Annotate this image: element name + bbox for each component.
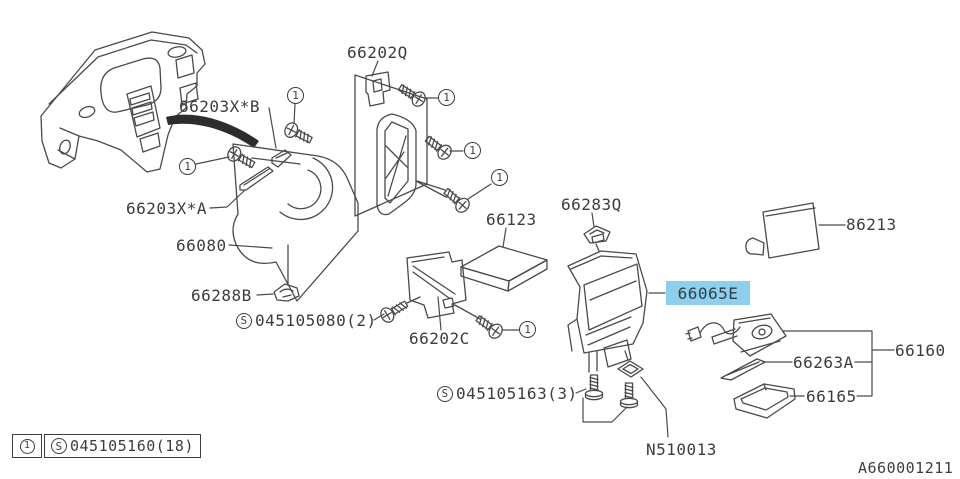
clip-66283q-drawing	[583, 225, 611, 244]
part-label-86213[interactable]: 86213	[846, 215, 897, 234]
part-label-66203xa[interactable]: 66203X*A	[126, 199, 208, 218]
part-label-66283q[interactable]: 66283Q	[561, 195, 622, 214]
part-label-n510013[interactable]: N510013	[646, 440, 717, 459]
clip-66288b-drawing	[273, 283, 300, 302]
clip-66203xb-drawing	[271, 149, 292, 168]
dashboard-illustration	[40, 31, 206, 173]
fastener-number: 045105080(2)	[255, 311, 377, 330]
screw-callout-1: 1	[438, 89, 455, 106]
part-label-66165[interactable]: 66165	[806, 387, 857, 406]
screw-callout-1: 1	[464, 142, 481, 159]
lid-86213-drawing	[745, 202, 820, 259]
part-label-66065e-highlighted[interactable]: 66065E	[666, 281, 750, 305]
s-symbol: S	[51, 438, 67, 454]
screw-callout-1: 1	[519, 321, 536, 338]
part-label-66203xb[interactable]: 66203X*B	[179, 97, 261, 116]
part-label-66288b[interactable]: 66288B	[191, 286, 252, 305]
ashtray-66160-drawing	[685, 313, 787, 357]
screw-callout-1: 1	[287, 87, 304, 104]
column-cover-66080-drawing	[232, 143, 359, 302]
clip-n510013-drawing	[617, 360, 644, 378]
legend-callout-symbol: 1	[19, 438, 35, 454]
legend-fastener-number: 045105160(18)	[70, 437, 194, 455]
blade-66263a-drawing	[720, 358, 766, 381]
screw-callout-1: 1	[491, 169, 508, 186]
legend-callout-cell: 1	[12, 434, 42, 458]
bracket-66202c-drawing	[406, 251, 481, 320]
drawing-number: A660001211	[858, 459, 954, 477]
s-symbol: S	[236, 312, 252, 329]
fastener-number: 045105163(3)	[456, 384, 578, 403]
s-symbol: S	[437, 385, 453, 402]
bracket-66202q-drawing	[365, 71, 391, 107]
leader-lines	[195, 60, 895, 438]
strip-66203xa-drawing	[239, 166, 274, 191]
part-label-66123[interactable]: 66123	[486, 210, 537, 229]
part-label-66160[interactable]: 66160	[895, 341, 946, 360]
part-label-66080[interactable]: 66080	[176, 236, 227, 255]
swoosh-arrow	[166, 114, 259, 148]
bolt-drawing	[584, 374, 639, 409]
part-label-66202q[interactable]: 66202Q	[347, 43, 408, 62]
panel-66065e-drawing	[567, 243, 648, 373]
part-label-66263a[interactable]: 66263A	[793, 353, 854, 372]
tray-66165-drawing	[733, 383, 796, 419]
screw-callout-1: 1	[179, 158, 196, 175]
part-label-66202c[interactable]: 66202C	[409, 329, 470, 348]
box-66123-drawing	[460, 245, 548, 292]
